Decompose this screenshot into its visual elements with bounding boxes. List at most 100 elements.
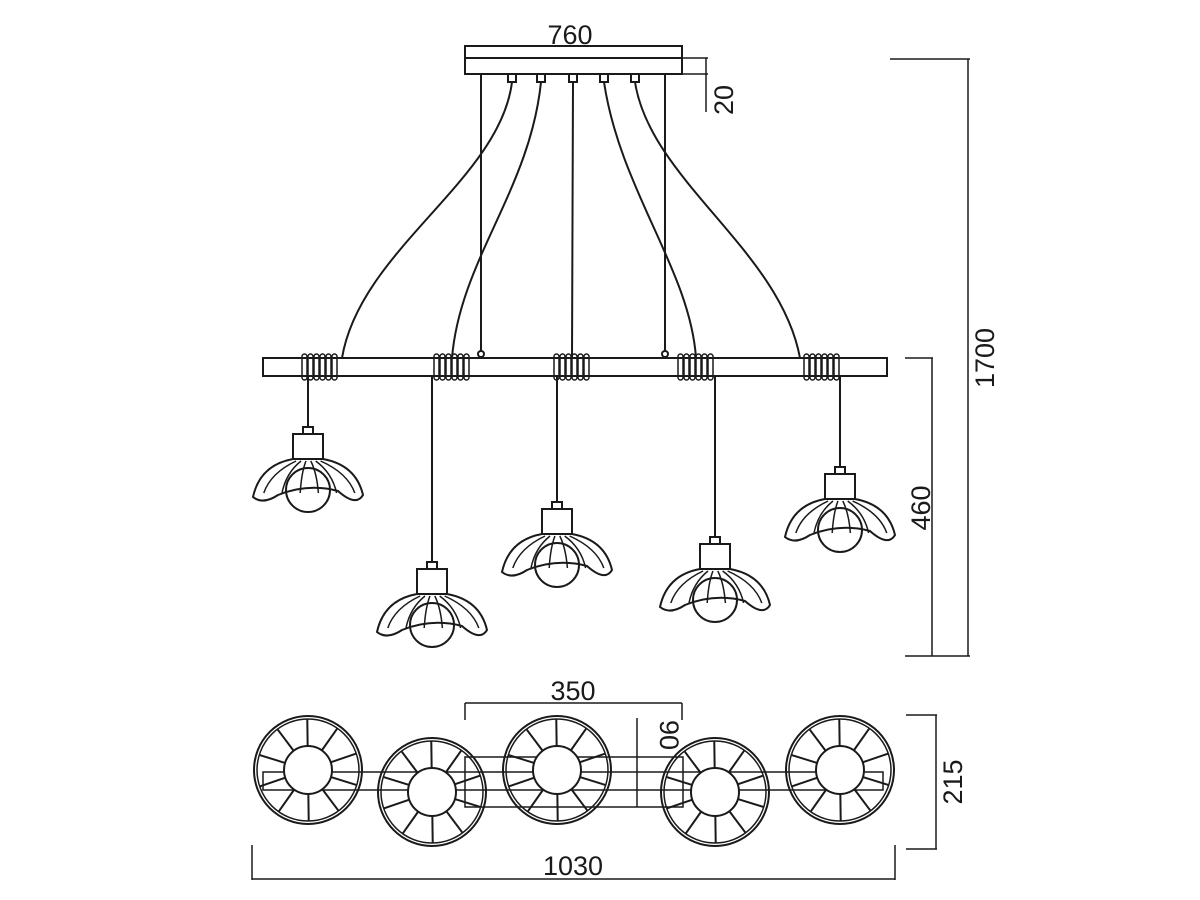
coil-loop [695,353,702,381]
coil-loop [833,353,840,381]
cage-rib [320,460,356,494]
cage-rib [434,595,444,629]
coil-loop [319,353,326,381]
cage-spoke [276,728,295,752]
coil-loop [301,353,308,381]
cage-rib [387,595,421,629]
dim-total-height: 1700 [970,328,1000,388]
cage-rib [706,570,714,604]
coil-loop [307,353,314,381]
shade-top-view [253,715,363,825]
dim-bar-depth: 90 [654,720,684,750]
cage-spoke [579,776,607,787]
shade-rim [253,715,363,825]
cage-shade [251,458,365,502]
cage-spoke [508,776,535,788]
dimension-lines: 760 20 1700 460 350 90 215 1030 [251,20,1000,881]
shade-top-view [785,715,895,825]
cable-terminal [536,73,546,83]
coil-loop [677,353,684,381]
lamp-socket [541,508,573,535]
lamp-socket [292,433,324,460]
cage-spoke [258,753,286,764]
cage-rib [548,535,556,569]
shade-rim [377,737,487,847]
shade-top-view [660,737,770,847]
coil-loop [827,353,834,381]
cage-rib [727,570,763,604]
cage-rib [315,460,338,494]
cage-rib [405,595,426,629]
cage-rib [852,500,888,534]
coil-loop [821,353,828,381]
coil-loop [707,353,714,381]
power-cable [451,81,542,359]
shade-top-view [377,737,487,847]
dim-total-width: 1030 [543,851,603,881]
bulb-top [407,767,457,817]
dim-depth: 215 [938,759,968,804]
cage-rib [299,460,307,494]
cable-terminal [599,73,609,83]
cage-spoke [383,798,410,810]
cage-rib [688,570,709,604]
cage-rib [559,535,569,569]
cage-rib [722,570,745,604]
bulb-top [690,767,740,817]
cage-spoke [579,752,606,764]
cage-rib [564,535,587,569]
cage-rib [670,570,704,604]
cage-spoke [728,749,746,773]
cage-spoke [728,810,747,834]
cage-rib [717,570,727,604]
cage-spoke [454,798,482,809]
coil-loop [803,353,810,381]
coil-loop [451,353,458,381]
cage-spoke [853,788,872,812]
power-cable [341,81,513,359]
cable-terminals [507,73,640,83]
cage-rib [423,595,431,629]
lamp-socket [699,543,731,570]
cage-spoke [330,752,357,764]
dim-pendant-drop: 460 [906,485,936,530]
cage-shade [658,568,772,612]
cage-spoke [666,798,693,810]
cage-spoke [507,753,535,764]
bulb-top [532,745,582,795]
cage-rib [813,500,834,534]
cage-spoke [853,727,871,751]
cage-rib [310,460,320,494]
shade-top-view [502,715,612,825]
power-cable [634,81,801,359]
cable-terminal [630,73,640,83]
cage-spoke [445,810,464,834]
coil-loop [463,353,470,381]
cage-rib [512,535,546,569]
cage-rib [831,500,839,534]
dim-inner-width: 350 [550,676,595,706]
pendant-lamp [658,376,772,623]
shade-rim [502,715,612,825]
cage-rib [281,460,302,494]
cage-rib [263,460,297,494]
cage-spoke [684,811,702,835]
cord-grip [426,561,438,570]
coil-loop [331,353,338,381]
cage-spoke [401,811,419,835]
cage-spoke [862,776,890,787]
dim-canopy-height: 20 [709,85,739,115]
coil-loop [457,353,464,381]
power-cable [571,81,574,359]
coil-loop [701,353,708,381]
cage-spoke [791,776,818,788]
pendant-lamp [251,376,365,513]
cage-shade [375,593,489,637]
cable-terminal [568,73,578,83]
coil-loop [571,353,578,381]
ceiling-canopy [464,45,683,75]
coil-loop [583,353,590,381]
cage-spoke [790,753,818,764]
cage-rib [847,500,870,534]
